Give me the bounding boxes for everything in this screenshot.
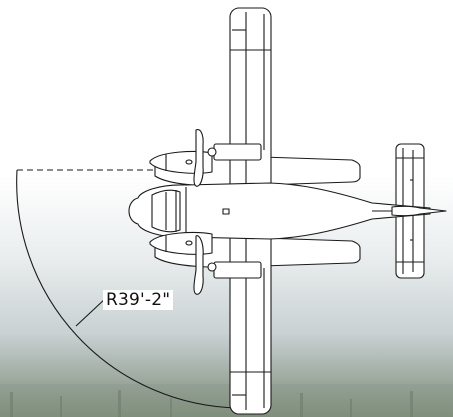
- upper-engine: [149, 129, 262, 187]
- turning-radius-arc: [16, 169, 239, 409]
- turning-radius-label: R39'-2": [103, 290, 174, 310]
- fuselage-hatch: [222, 208, 230, 215]
- lower-engine: [149, 231, 262, 295]
- radius-leader-line: [75, 297, 107, 327]
